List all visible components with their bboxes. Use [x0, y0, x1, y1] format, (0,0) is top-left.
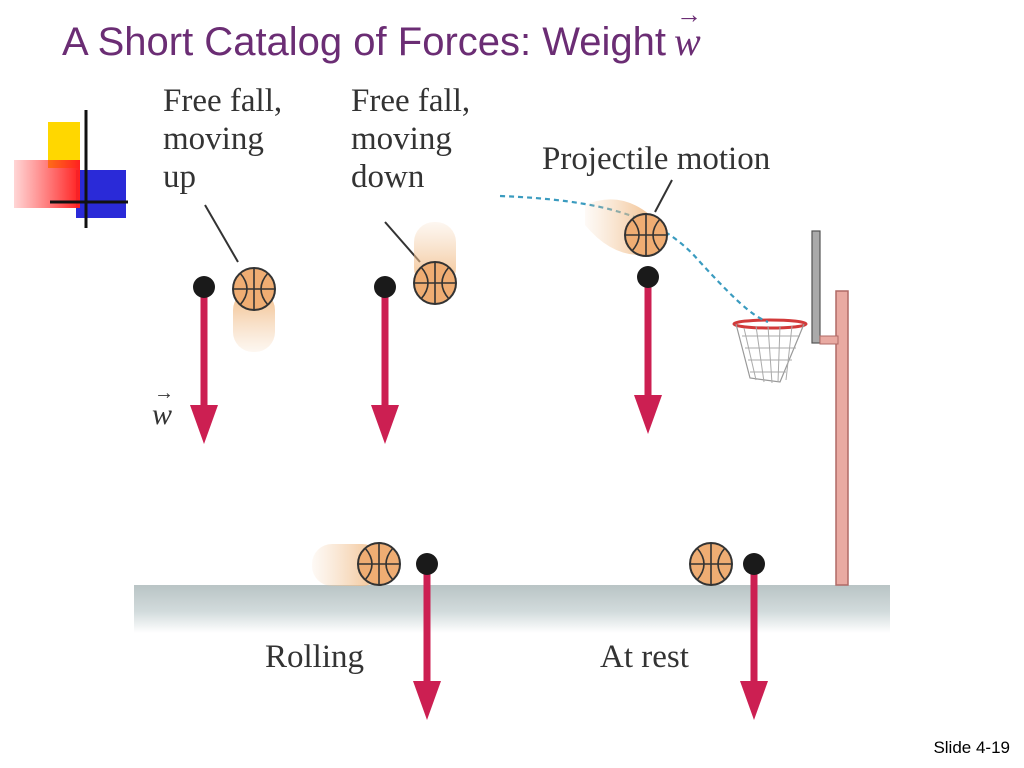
label-line: down — [351, 159, 425, 195]
title-vector-w: w — [674, 0, 702, 65]
title-text: A Short Catalog of Forces: Weight — [62, 20, 667, 64]
label-line: Free fall, — [163, 83, 283, 119]
ball-projectile — [624, 213, 668, 257]
decorative-squares-logo — [14, 110, 128, 228]
label-line: moving — [163, 121, 264, 157]
weight-vector-projectile — [634, 266, 662, 434]
basketball-hoop — [732, 230, 849, 586]
label-at-rest: At rest — [600, 639, 689, 675]
weight-vector-at-rest — [740, 553, 768, 720]
label-projectile-motion: Projectile motion — [542, 141, 771, 177]
label-line: Free fall, — [351, 83, 471, 119]
ball-at-rest — [689, 542, 733, 586]
projectile-trajectory — [499, 194, 769, 324]
weight-vector-label: w — [152, 382, 174, 432]
label-free-fall-up: Free fall, moving up — [163, 82, 282, 196]
weight-vector-rolling — [413, 553, 441, 720]
label-free-fall-down: Free fall, moving down — [351, 82, 470, 196]
label-rolling: Rolling — [265, 639, 365, 675]
weight-vector-free-fall-up — [190, 276, 218, 444]
label-line: up — [163, 159, 196, 195]
ground-surface — [134, 585, 890, 633]
label-line: moving — [351, 121, 452, 157]
ball-free-fall-up — [232, 267, 276, 311]
slide-title: A Short Catalog of Forces: Weightw — [62, 0, 702, 65]
slide-number: Slide 4-19 — [933, 738, 1010, 757]
ball-free-fall-down — [413, 261, 457, 305]
ball-rolling — [357, 542, 401, 586]
weight-vector-free-fall-down — [371, 276, 399, 444]
